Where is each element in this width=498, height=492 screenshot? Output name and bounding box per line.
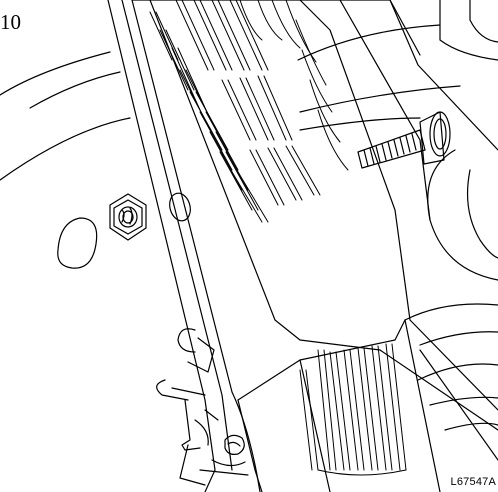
cap-icon xyxy=(58,218,97,268)
body-contour-lines xyxy=(0,0,498,430)
pedal-bracket xyxy=(157,329,248,485)
nut-icon xyxy=(110,194,146,240)
pedal-pad xyxy=(132,0,498,492)
pedal-ribs-lower xyxy=(300,344,406,475)
bolt-icon xyxy=(358,112,450,168)
step-number: 10 xyxy=(0,10,21,34)
pedal-ribs-upper xyxy=(150,0,348,222)
pedal-arm xyxy=(108,0,260,492)
figure-code: L67547A xyxy=(450,476,496,488)
mounting-hole xyxy=(167,191,194,223)
